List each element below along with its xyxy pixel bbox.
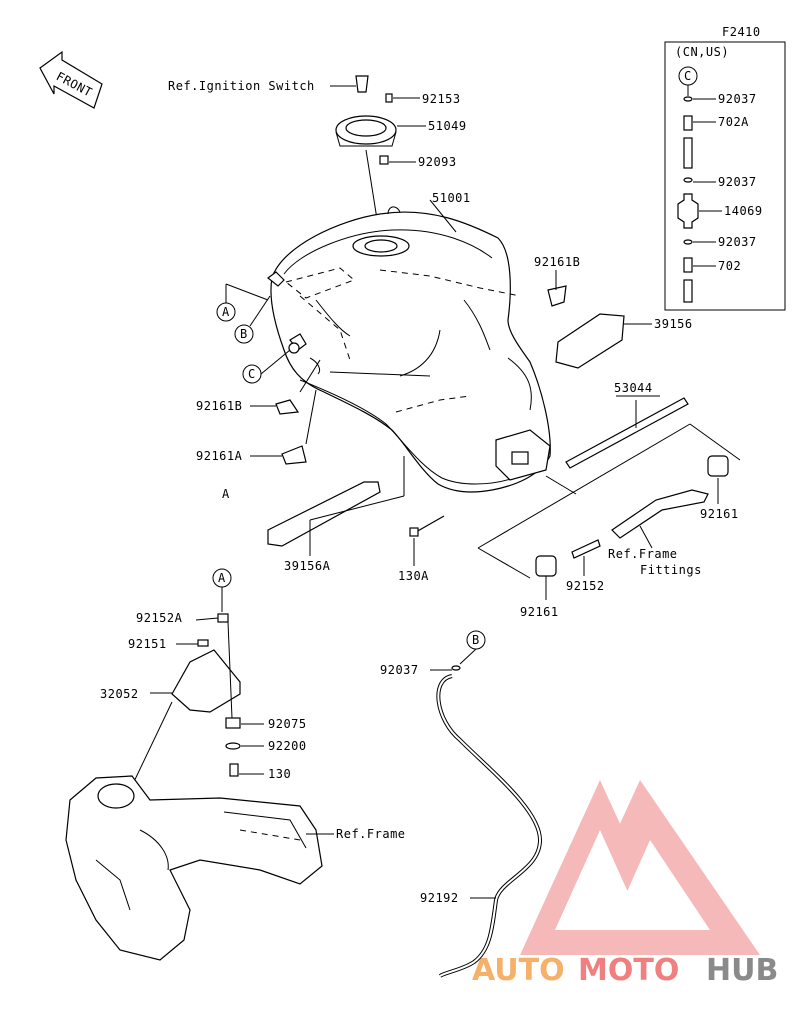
damper-92075-icon	[225, 717, 241, 729]
fuel-cap-assembly	[330, 75, 426, 239]
rubber-strip-53044	[565, 395, 689, 469]
front-arrow-icon: FRONT	[39, 50, 103, 109]
label-92161a: 92161A	[196, 449, 243, 463]
label-51049: 51049	[428, 119, 467, 133]
marker-b	[234, 324, 254, 344]
rear-mount-assembly	[409, 423, 741, 600]
label-92161-right: 92161	[700, 507, 739, 521]
label-ref-frame-fittings: Ref.Frame	[608, 547, 678, 561]
inset-header: (CN,US)	[675, 45, 729, 59]
label-ref-frame: Ref.Frame	[336, 827, 406, 841]
pad-92161b-left-icon	[275, 399, 300, 415]
svg-text:B: B	[240, 327, 248, 341]
svg-text:A: A	[222, 487, 230, 501]
inset-hose-702-icon	[683, 257, 693, 273]
inset-box: (CN,US) C 92037 702A 92037 14069 92037 7…	[664, 41, 786, 311]
bolt-130a-icon	[409, 527, 419, 537]
rubber-92161-right-icon	[707, 455, 729, 477]
tank-pads	[250, 270, 652, 556]
watermark-auto: AUTO	[472, 953, 565, 988]
inset-label-92037: 92037	[718, 92, 757, 106]
svg-text:C: C	[684, 69, 692, 83]
svg-text:C: C	[248, 367, 256, 381]
label-ref-ignition-switch: Ref.Ignition Switch	[168, 79, 315, 93]
pad-92161a-icon	[281, 445, 307, 465]
watermark-moto: MOTO	[578, 953, 679, 988]
label-130: 130	[268, 767, 291, 781]
pad-92161b-icon	[547, 285, 567, 307]
label-92093: 92093	[418, 155, 457, 169]
pad-39156-icon	[555, 313, 625, 369]
washer-92200-icon	[225, 742, 241, 750]
label-92161b-left: 92161B	[196, 399, 242, 413]
label-92152a: 92152A	[136, 611, 183, 625]
inset-label-14069: 14069	[724, 204, 763, 218]
bracket-32052-icon	[171, 649, 241, 713]
inset-label-702a: 702A	[718, 115, 749, 129]
watermark-hub: HUB	[706, 953, 778, 988]
breather-hose	[430, 630, 543, 978]
svg-text:A: A	[222, 305, 230, 319]
watermark-logo	[520, 780, 760, 955]
label-51001: 51001	[432, 191, 471, 205]
label-ref-frame-fittings-2: Fittings	[640, 563, 702, 577]
rubber-92161-bottom-icon	[535, 555, 557, 577]
label-92161b-top: 92161B	[534, 255, 580, 269]
front-mount-stack	[129, 568, 264, 791]
label-32052: 32052	[100, 687, 139, 701]
inset-hose-702a-icon	[683, 115, 693, 131]
frame-fitting-icon	[611, 489, 709, 539]
label-92152: 92152	[566, 579, 605, 593]
inset-label-92037: 92037	[718, 235, 757, 249]
figure-code: F2410	[722, 25, 761, 39]
frame	[65, 775, 334, 961]
bolt-130-icon	[229, 763, 239, 777]
label-39156a: 39156A	[284, 559, 331, 573]
inset-label-702: 702	[718, 259, 741, 273]
label-53044: 53044	[614, 381, 653, 395]
label-39156: 39156	[654, 317, 693, 331]
label-92037-hose: 92037	[380, 663, 419, 677]
label-92075: 92075	[268, 717, 307, 731]
inset-label-92037: 92037	[718, 175, 757, 189]
pad-39156a-icon	[267, 481, 381, 547]
label-130a: 130A	[398, 569, 429, 583]
label-92151: 92151	[128, 637, 167, 651]
label-92161-bottom: 92161	[520, 605, 559, 619]
inset-separator-14069-icon	[677, 193, 699, 229]
label-92192: 92192	[420, 891, 459, 905]
label-92200: 92200	[268, 739, 307, 753]
svg-text:B: B	[472, 633, 480, 647]
fuel-tank	[267, 199, 551, 493]
inset-clip-icon	[683, 96, 693, 102]
svg-text:A: A	[218, 571, 226, 585]
label-92153: 92153	[422, 92, 461, 106]
ignition-switch-plug-icon	[355, 75, 369, 93]
collar-92152-icon	[571, 539, 601, 559]
